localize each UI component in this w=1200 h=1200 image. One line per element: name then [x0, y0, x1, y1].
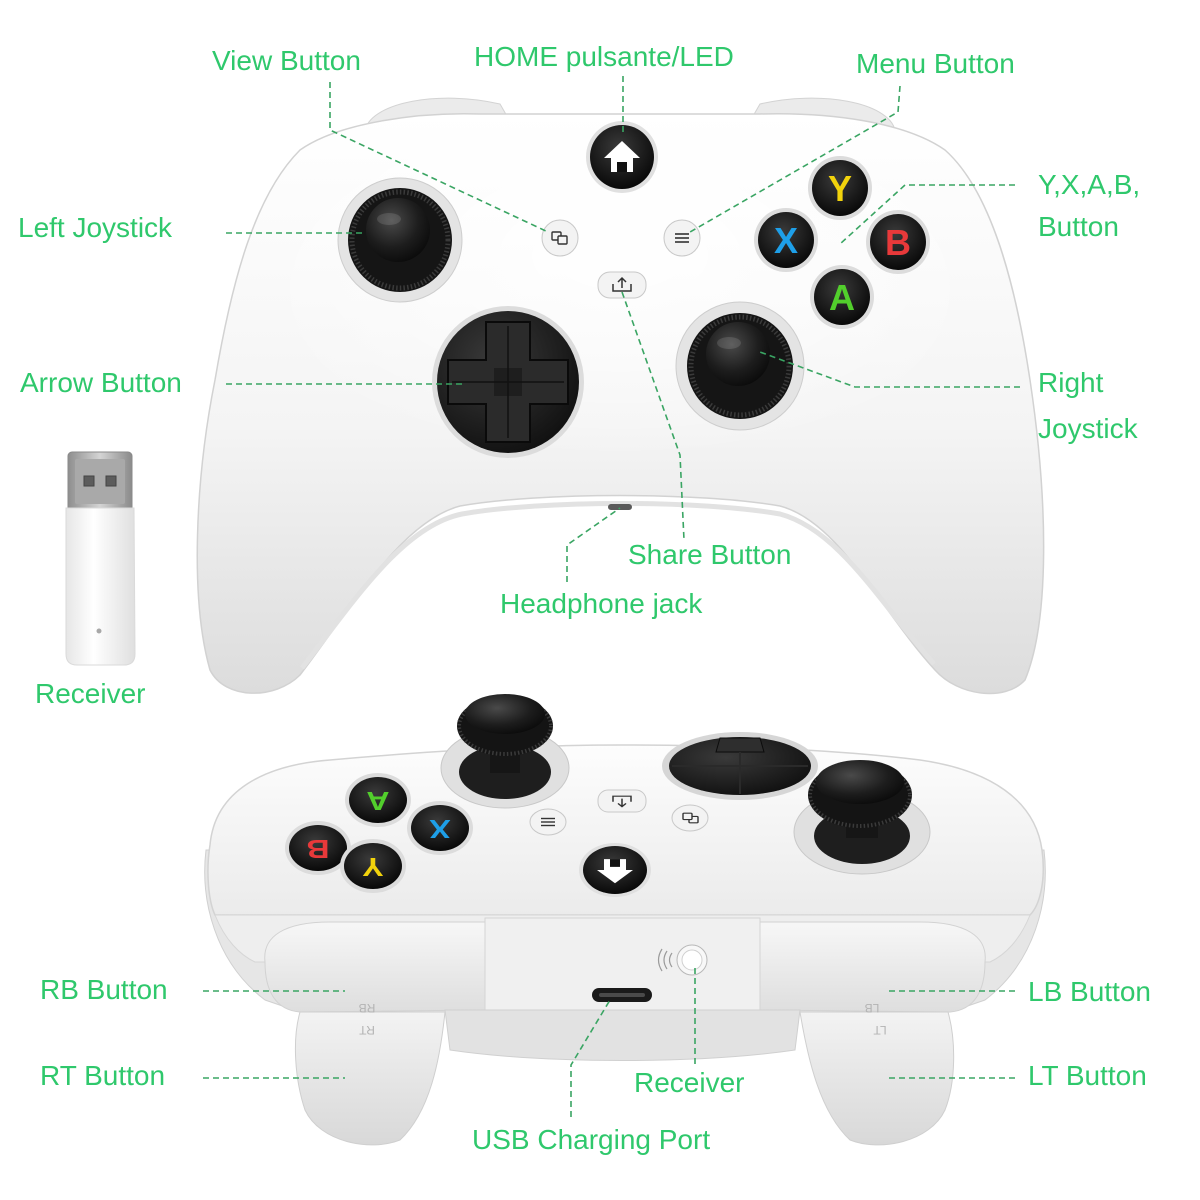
labels: View Button HOME pulsante/LED Menu Butto…	[18, 41, 1151, 1155]
lt-marking: LT	[873, 1023, 887, 1037]
share-button	[597, 271, 647, 299]
controller-back: RB RT LB LT	[204, 694, 1046, 1146]
label-home-button: HOME pulsante/LED	[474, 41, 734, 72]
label-pair-receiver: Receiver	[634, 1067, 744, 1098]
view-icon	[682, 812, 699, 824]
label-rb-button: RB Button	[40, 974, 168, 1005]
label-right-joystick-line1: Right	[1038, 367, 1104, 398]
label-usb-port: USB Charging Port	[472, 1124, 710, 1155]
label-receiver-dongle: Receiver	[35, 678, 145, 709]
controller-front: Y X B A	[196, 97, 1045, 695]
button-b-letter: B	[885, 222, 911, 263]
leader-lines	[203, 76, 1020, 1117]
leader-right-joystick	[759, 351, 1020, 388]
back-button-b: B	[285, 821, 351, 875]
back-view-button	[671, 804, 709, 832]
button-x-letter: X	[774, 220, 798, 261]
left-joystick	[337, 177, 463, 303]
button-y-letter: Y	[828, 168, 852, 209]
home-icon	[597, 859, 633, 884]
back-menu-button	[529, 808, 567, 836]
back-left-joystick	[440, 694, 570, 809]
rt-marking: RT	[358, 1023, 374, 1037]
rt-trigger	[294, 1011, 446, 1146]
leader-usb-port	[570, 999, 611, 1117]
button-a: A	[810, 265, 874, 329]
lb-bumper	[759, 921, 986, 1013]
pair-button	[676, 944, 708, 976]
button-b: B	[866, 210, 930, 274]
back-home-button	[579, 843, 651, 897]
d-pad	[432, 306, 584, 458]
dongle-body	[65, 507, 136, 666]
back-share-button	[597, 789, 647, 813]
right-joystick	[675, 301, 805, 431]
label-rt-button: RT Button	[40, 1060, 165, 1091]
leader-face-buttons	[839, 184, 1015, 245]
usb-receiver-dongle	[65, 451, 136, 666]
label-arrow-button: Arrow Button	[20, 367, 182, 398]
home-icon	[604, 141, 640, 172]
label-lb-button: LB Button	[1028, 976, 1151, 1007]
label-face-buttons-line2: Button	[1038, 211, 1119, 242]
label-menu-button: Menu Button	[856, 48, 1015, 79]
leader-headphone-jack	[566, 507, 621, 582]
menu-button	[663, 219, 701, 257]
leader-view-button	[329, 82, 549, 233]
lower-center	[444, 1009, 801, 1061]
label-view-button: View Button	[212, 45, 361, 76]
back-d-pad	[662, 732, 818, 800]
lt-trigger	[799, 1011, 955, 1146]
back-button-y: Y	[340, 839, 406, 893]
usb-c-port	[592, 988, 652, 1002]
rb-marking: RB	[359, 1001, 376, 1015]
menu-icon	[675, 233, 689, 243]
body-inner-edge	[300, 501, 936, 670]
label-share-button: Share Button	[628, 539, 791, 570]
leader-share-button	[621, 291, 685, 541]
button-x: X	[754, 208, 818, 272]
label-face-buttons-line1: Y,X,A,B,	[1038, 169, 1140, 200]
home-button	[586, 121, 658, 193]
back-button-a-letter: A	[366, 786, 389, 814]
menu-icon	[541, 817, 555, 827]
view-button	[541, 219, 579, 257]
back-button-b-letter: B	[306, 834, 329, 862]
label-left-joystick: Left Joystick	[18, 212, 173, 243]
label-right-joystick-line2: Joystick	[1038, 413, 1139, 444]
label-lt-button: LT Button	[1028, 1060, 1147, 1091]
rb-bumper	[264, 921, 486, 1013]
wireless-signal-icon	[657, 948, 673, 972]
share-icon	[612, 795, 632, 808]
back-button-a: A	[345, 773, 411, 827]
view-icon	[551, 231, 568, 245]
label-headphone-jack: Headphone jack	[500, 588, 703, 619]
back-button-x-letter: X	[429, 814, 451, 842]
back-button-y-letter: Y	[362, 852, 383, 880]
center-panel	[484, 917, 761, 1013]
back-button-x: X	[407, 801, 473, 855]
lb-marking: LB	[865, 1001, 880, 1015]
button-a-letter: A	[829, 277, 855, 318]
share-icon	[612, 276, 632, 292]
dongle-led	[96, 628, 102, 634]
button-y: Y	[808, 156, 872, 220]
headphone-jack-port	[608, 504, 632, 510]
back-right-joystick	[793, 760, 931, 875]
